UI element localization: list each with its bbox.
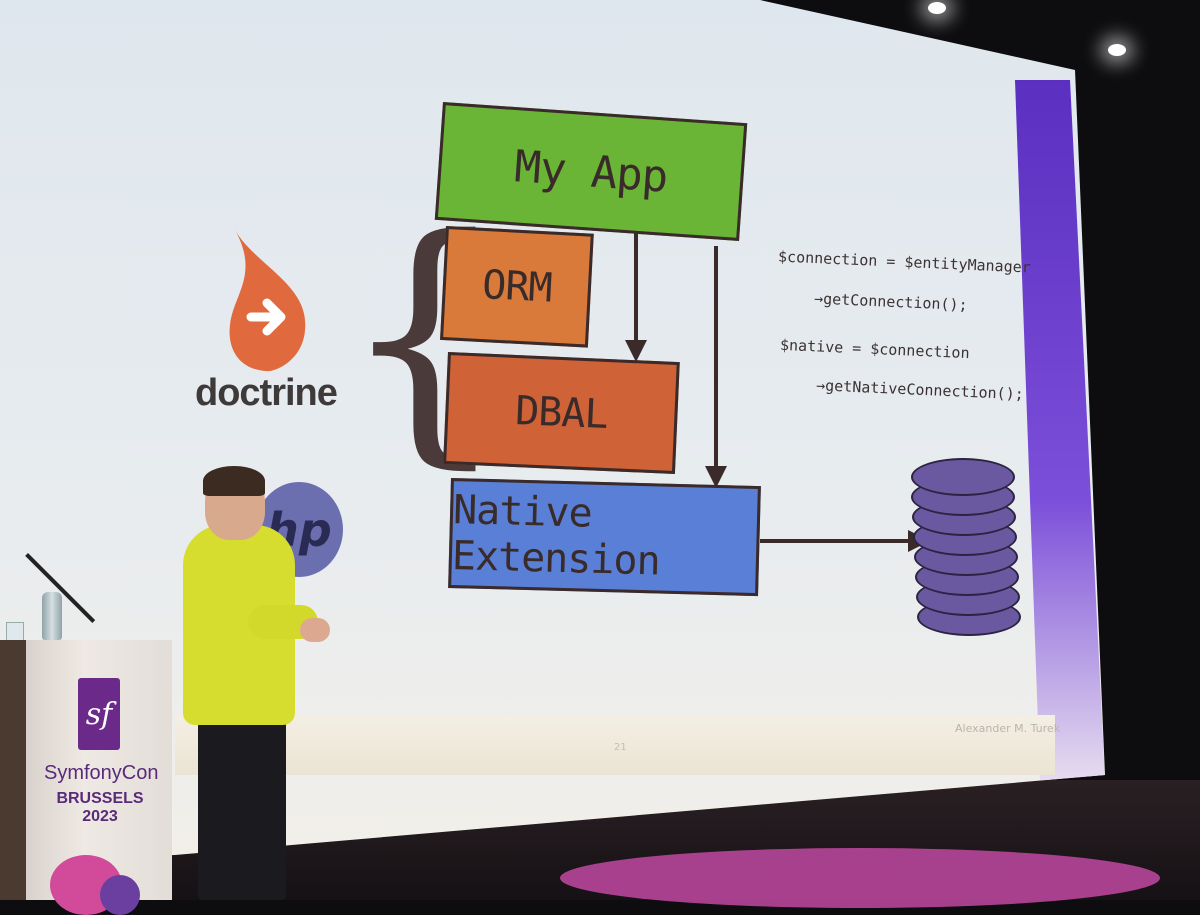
layer-orm-label: ORM xyxy=(481,262,553,312)
slide-page-number: 21 xyxy=(614,742,627,753)
slide-purple-accent xyxy=(1015,80,1105,780)
podium-brand: SymfonyCon xyxy=(44,762,159,784)
speaker-hair xyxy=(203,466,265,496)
slide-author: Alexander M. Turek xyxy=(955,722,1061,735)
symfony-logo-letter: sf xyxy=(85,696,113,732)
water-glass xyxy=(6,622,24,642)
layer-my-app: My App xyxy=(434,102,748,241)
layer-dbal-label: DBAL xyxy=(514,388,609,438)
arrow-head-icon xyxy=(705,466,727,488)
doctrine-wordmark: doctrine xyxy=(195,372,338,414)
doctrine-logo-icon xyxy=(229,230,306,372)
ceiling-light xyxy=(928,2,946,14)
stage-light-ring xyxy=(560,848,1160,908)
layer-native-extension-label: Native Extension xyxy=(451,487,661,585)
speaker-pants xyxy=(198,718,286,900)
speaker-hand xyxy=(300,618,330,642)
water-bottle xyxy=(42,592,62,640)
podium-decoration xyxy=(100,875,140,915)
arrow-head-icon xyxy=(625,340,647,362)
layer-orm: ORM xyxy=(440,226,594,348)
arrow-app-to-dbal xyxy=(634,232,638,342)
arrow-app-to-native xyxy=(714,246,718,468)
layer-my-app-label: My App xyxy=(512,140,670,203)
ceiling-light xyxy=(1108,44,1126,56)
layer-dbal: DBAL xyxy=(443,352,680,475)
slide-bottom-band xyxy=(175,715,1055,775)
symfony-logo-icon: sf xyxy=(78,678,120,750)
layer-native-extension: Native Extension xyxy=(448,478,761,597)
podium-event: BRUSSELS 2023 xyxy=(56,790,144,825)
arrow-native-to-db xyxy=(760,539,910,543)
